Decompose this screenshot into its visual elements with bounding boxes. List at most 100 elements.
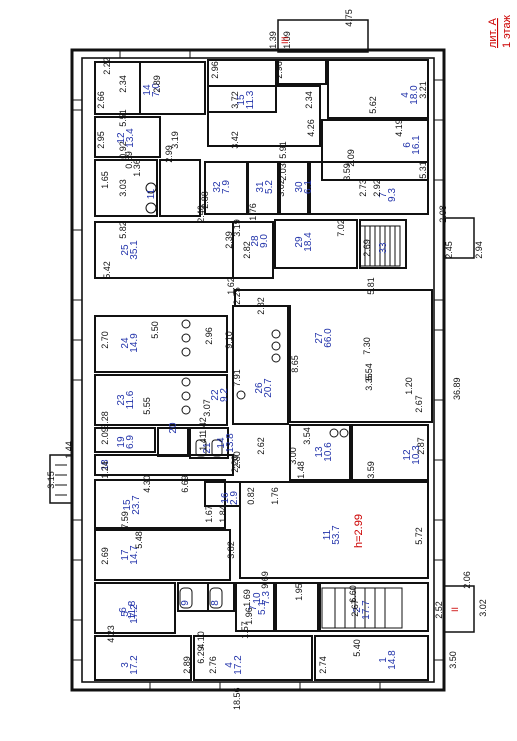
dimension-label: 1.44 bbox=[64, 441, 74, 459]
dimension-label: 9.69 bbox=[260, 571, 270, 589]
overall-length: 36.89 bbox=[452, 377, 462, 400]
room-area: 17.2 bbox=[233, 655, 244, 675]
room-number: 14 bbox=[216, 437, 227, 449]
room-area: 5.2 bbox=[264, 180, 275, 194]
room-area: 16.1 bbox=[411, 135, 422, 155]
dimension-label: 3.35 bbox=[364, 373, 374, 391]
dimension-label: 6.29 bbox=[196, 646, 206, 664]
title-line2: 1 этаж bbox=[501, 14, 513, 48]
room-number: 29 bbox=[294, 236, 305, 248]
room-area: 11.6 bbox=[125, 390, 136, 409]
room-number: 1 bbox=[378, 657, 389, 663]
dimension-label: 5.31 bbox=[418, 161, 428, 179]
dimension-label: 5.91 bbox=[278, 141, 288, 159]
dimension-label: 8.65 bbox=[290, 355, 300, 373]
dimension-label: 2.82 bbox=[242, 241, 252, 259]
room-number: 6 bbox=[118, 607, 129, 613]
dimension-label: 3.15 bbox=[46, 471, 56, 489]
dimension-label: 2.74 bbox=[318, 656, 328, 674]
room-number: 4 bbox=[400, 92, 411, 98]
dimension-label: 3.00 bbox=[288, 447, 298, 465]
dimension-label: 4.23 bbox=[106, 625, 116, 643]
dimension-label: 7.02 bbox=[336, 219, 346, 237]
room-area: 14.9 bbox=[129, 333, 140, 353]
room-number: 6 bbox=[402, 142, 413, 148]
room-number: 33 bbox=[378, 242, 389, 254]
room-area: 17.2 bbox=[129, 655, 140, 675]
room-area: 6.9 bbox=[125, 435, 136, 449]
room-number: 26 bbox=[254, 382, 265, 394]
dimension-label: 1.76 bbox=[270, 487, 280, 505]
dimension-label: 2.87 bbox=[416, 437, 426, 455]
dimension-label: 2.82 bbox=[256, 297, 266, 315]
dimension-label: 2.06 bbox=[462, 571, 472, 589]
dimension-label: 2.76 bbox=[208, 656, 218, 674]
room-area: 7.3 bbox=[261, 591, 272, 605]
room-area: 18.4 bbox=[303, 232, 314, 252]
room-area: 13.8 bbox=[225, 433, 236, 453]
room-number: 25 bbox=[120, 244, 131, 256]
dimension-label: 2.67 bbox=[414, 395, 424, 413]
dimension-label: 2.69 bbox=[100, 547, 110, 565]
dimension-label: 1.65 bbox=[100, 171, 110, 189]
dimension-label: 3.21 bbox=[418, 81, 428, 99]
room-area: 9.2 bbox=[219, 388, 230, 402]
dimension-label: 2.89 bbox=[152, 75, 162, 93]
room-number: 32 bbox=[212, 181, 223, 193]
room-number: 31 bbox=[255, 181, 266, 193]
dimension-label: 7.91 bbox=[232, 369, 242, 387]
dimension-label: 2.39 bbox=[224, 231, 234, 249]
dimension-label: 5.62 bbox=[368, 96, 378, 114]
dimension-label: 2.62 bbox=[256, 437, 266, 455]
room-number: 20 bbox=[168, 422, 179, 434]
room-area: 13.4 bbox=[125, 128, 136, 148]
dimension-label: 3.72 bbox=[230, 91, 240, 109]
room-number: 24 bbox=[120, 337, 131, 349]
room-area: 2.9 bbox=[229, 491, 240, 505]
dimension-label: 1.67 bbox=[204, 505, 214, 523]
dimension-label: 3.59 bbox=[366, 461, 376, 479]
room-number: 28 bbox=[250, 235, 261, 247]
room-number: 5 bbox=[120, 611, 131, 617]
room-number: 7 bbox=[248, 605, 259, 611]
dimension-label: 1.57 bbox=[240, 621, 250, 639]
room-number: 22 bbox=[210, 389, 221, 401]
dimension-label: 7.59 bbox=[120, 511, 130, 529]
dimension-label: 2.92 bbox=[372, 179, 382, 197]
room-area: 14.7 bbox=[129, 545, 140, 565]
room-area: 11.8 bbox=[127, 600, 138, 619]
dimension-label: 2.88 bbox=[200, 191, 210, 209]
dimension-label: 4.75 bbox=[344, 9, 354, 27]
dimension-label: 1.84 bbox=[218, 505, 228, 523]
dimension-label: 0.82 bbox=[246, 487, 256, 505]
dimension-label: 4.10 bbox=[196, 631, 206, 649]
outer-walls bbox=[70, 48, 446, 692]
windows bbox=[72, 50, 444, 690]
room-number: 3 bbox=[120, 662, 131, 668]
dimension-label: 1.20 bbox=[404, 377, 414, 395]
dimension-label: 2.34 bbox=[304, 91, 314, 109]
dimension-label: 3.50 bbox=[448, 651, 458, 669]
dimension-label: 5.51 bbox=[118, 109, 128, 127]
room-number: 19 bbox=[116, 436, 127, 448]
title-line1: лит. А bbox=[487, 18, 499, 48]
room-area: 23.7 bbox=[131, 495, 142, 515]
dimension-label: 3.07 bbox=[202, 399, 212, 417]
room-number: 8 bbox=[210, 600, 221, 606]
dimension-label: 1.09 bbox=[282, 31, 292, 49]
room-area: 7.9 bbox=[221, 180, 232, 194]
dimension-label: 6.69 bbox=[180, 475, 190, 493]
dimension-label: 3.82 bbox=[226, 541, 236, 559]
dimension-label: 2.09 bbox=[100, 427, 110, 445]
dimension-label: 6.60 bbox=[348, 585, 358, 603]
room-area: 5.1 bbox=[257, 601, 268, 615]
dimension-label: 1.76 bbox=[248, 203, 258, 221]
dimension-label: 4.30 bbox=[142, 475, 152, 493]
room-area: 7.0 bbox=[151, 83, 162, 97]
dimension-label: 1.69 bbox=[242, 589, 252, 607]
dimension-label: 3.28 bbox=[100, 411, 110, 429]
dimension-label: 2.89 bbox=[182, 656, 192, 674]
dimension-label: 1.39 bbox=[268, 31, 278, 49]
